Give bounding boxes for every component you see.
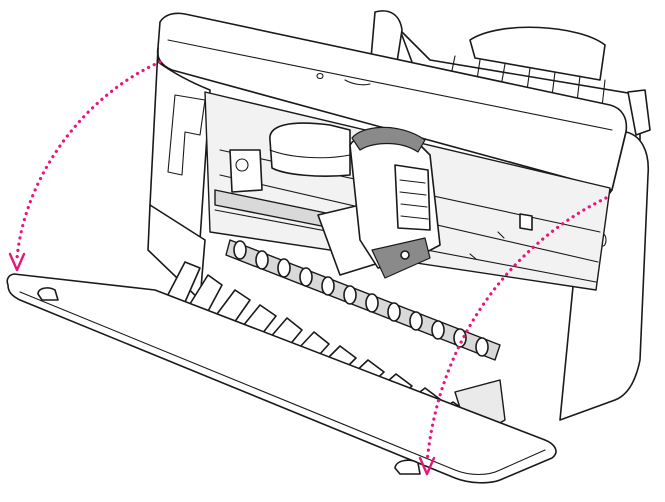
cartridge-lid: [351, 126, 426, 153]
ribbon-cable: [269, 122, 351, 177]
star-wheels: [233, 240, 489, 357]
print-carriage: [214, 122, 441, 279]
front-cover-open: [6, 273, 557, 484]
right-side-wall: [559, 131, 650, 421]
carriage-left-bracket: [229, 149, 263, 193]
cover-hinge-right: [394, 459, 421, 475]
front-cover-panel: [6, 273, 557, 484]
cover-hinge-left: [37, 287, 59, 301]
sensor-tab: [519, 213, 533, 231]
roller-assembly: [225, 239, 501, 361]
opening-arrow-right: [418, 196, 608, 476]
top-cover: [156, 12, 628, 191]
indicator-light: [316, 72, 324, 80]
opening-arrow-left: [8, 60, 162, 272]
cartridge-latch: [371, 237, 431, 279]
paper-guide-right: [627, 89, 651, 136]
